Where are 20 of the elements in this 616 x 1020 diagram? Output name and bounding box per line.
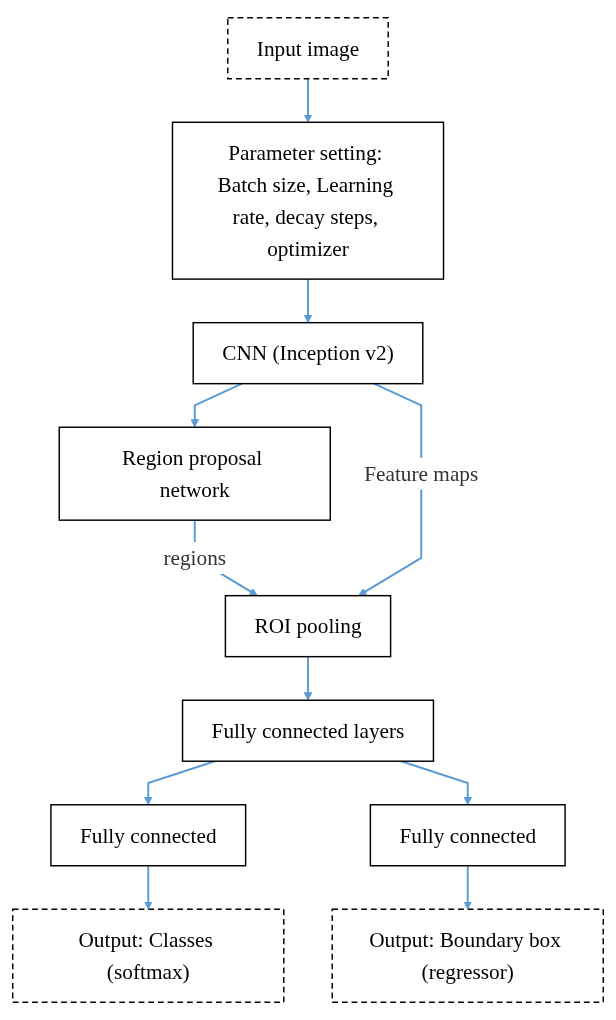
arrow [303, 655, 313, 701]
arrow [400, 760, 472, 806]
arrow [144, 864, 153, 910]
node-box: Fully connected [369, 804, 566, 867]
arrow [303, 278, 313, 324]
node-box: Output: Boundary box (regressor) [331, 908, 604, 1003]
node-box: Parameter setting: Batch size, Learning rate, decay steps, optimizer [171, 121, 445, 280]
node-box: ROI pooling [224, 594, 392, 658]
node-box: Fully connected [50, 804, 247, 867]
arrow [190, 382, 243, 428]
node-box: CNN (Inception v2) [192, 321, 424, 385]
edge-label: regions [163, 545, 227, 571]
node-box: Input image [227, 17, 389, 80]
node-box: Region proposal network [58, 426, 331, 521]
node-box: Fully connected layers [181, 699, 435, 762]
edge-label: Feature maps [364, 461, 479, 486]
arrow [144, 760, 216, 806]
node-box: Output: Classes (softmax) [12, 908, 285, 1003]
arrow [463, 864, 472, 910]
arrow [303, 77, 313, 123]
